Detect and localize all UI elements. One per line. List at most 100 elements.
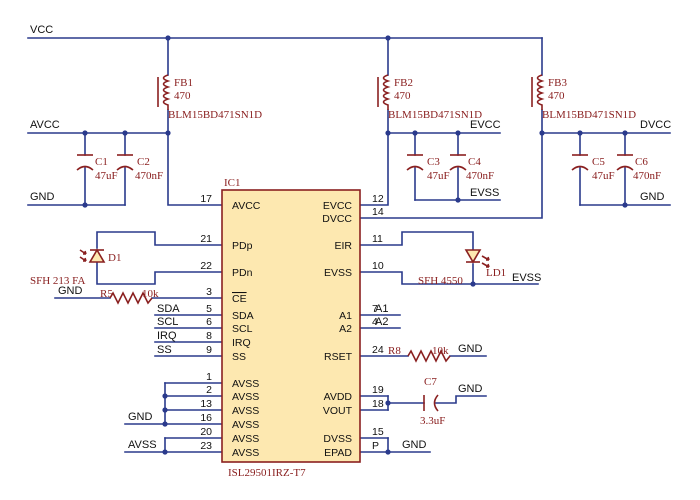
ic1: IC1 ISL29501IRZ-T7 17 21 22 3 5 6 8 9 1 … xyxy=(200,177,384,479)
signal-label-irq: IRQ xyxy=(157,330,177,342)
ferrite-fb3: FB3 470 BLM15BD471SN1D xyxy=(531,74,636,121)
net-label-gnd: GND xyxy=(58,285,83,297)
pin-name-avss: AVSS xyxy=(232,378,259,390)
c6-ref: C6 xyxy=(635,156,648,168)
net-label-evss: EVSS xyxy=(470,187,499,199)
signal-label-a1: A1 xyxy=(375,303,388,315)
pin-name-epad: EPAD xyxy=(324,447,352,459)
ferrite-fb1: FB1 470 BLM15BD471SN1D xyxy=(157,74,262,121)
pin-number: 10 xyxy=(372,260,384,272)
pin-number: 6 xyxy=(206,316,212,328)
r8-value: 10k xyxy=(432,345,449,357)
fb3-value: 470 xyxy=(548,90,565,102)
pin-number: 2 xyxy=(206,384,212,396)
pin-name-dvss: DVSS xyxy=(323,433,352,445)
pin-name-scl: SCL xyxy=(232,323,253,335)
net-label-gnd: GND xyxy=(458,343,483,355)
signal-label-ss: SS xyxy=(157,344,172,356)
led-ld1: LD1 SFH 4550 xyxy=(418,249,506,287)
pin-number: 3 xyxy=(206,286,212,298)
fb3-ref: FB3 xyxy=(548,77,567,89)
capacitor-c2: C2 470nF xyxy=(116,154,163,182)
pin-number: 22 xyxy=(200,260,212,272)
pin-name-a2: A2 xyxy=(339,323,352,335)
pin-number: 12 xyxy=(372,193,384,205)
pin-name-rset: RSET xyxy=(324,351,353,363)
pin-name-avdd: AVDD xyxy=(324,391,353,403)
capacitor-c7: C7 3.3uF xyxy=(420,376,445,427)
c4-ref: C4 xyxy=(468,156,481,168)
net-label-evcc: EVCC xyxy=(470,119,501,131)
pin-name-avss: AVSS xyxy=(232,405,259,417)
pin-name-avss: AVSS xyxy=(232,391,259,403)
pin-name-avcc: AVCC xyxy=(232,200,261,212)
c3-value: 47uF xyxy=(427,170,450,182)
c2-value: 470nF xyxy=(135,170,163,182)
pin-number: 9 xyxy=(206,344,212,356)
pin-number: 5 xyxy=(206,303,212,315)
ic1-part: ISL29501IRZ-T7 xyxy=(228,467,306,479)
c4-value: 470nF xyxy=(466,170,494,182)
pin-name-vout: VOUT xyxy=(323,405,353,417)
pin-number: 7 xyxy=(372,303,378,315)
net-label-vcc: VCC xyxy=(30,24,53,36)
net-label-dvcc: DVCC xyxy=(640,119,671,131)
net-label-evss: EVSS xyxy=(512,272,541,284)
capacitor-c3: C3 47uF xyxy=(406,154,450,182)
pin-number: 8 xyxy=(206,330,212,342)
d1-ref: D1 xyxy=(108,252,121,264)
c6-value: 470nF xyxy=(633,170,661,182)
fb1-part: BLM15BD471SN1D xyxy=(168,109,262,121)
signal-label-sda: SDA xyxy=(157,303,180,315)
c7-value: 3.3uF xyxy=(420,415,445,427)
net-label-gnd: GND xyxy=(402,439,427,451)
pin-name-dvcc: DVCC xyxy=(322,213,352,225)
fb2-part: BLM15BD471SN1D xyxy=(388,109,482,121)
fb3-part: BLM15BD471SN1D xyxy=(542,109,636,121)
pin-name-avss: AVSS xyxy=(232,433,259,445)
pin-number: 4 xyxy=(372,316,378,328)
net-label-gnd: GND xyxy=(30,191,55,203)
pin-name-evss: EVSS xyxy=(324,267,352,279)
c2-ref: C2 xyxy=(137,156,150,168)
photodiode-d1: D1 SFH 213 FA xyxy=(30,248,121,287)
pin-number: 17 xyxy=(200,193,212,205)
ic1-body xyxy=(221,189,361,463)
net-label-gnd: GND xyxy=(640,191,665,203)
pin-name-sda: SDA xyxy=(232,310,254,322)
resistor-r8: R8 10k xyxy=(388,345,451,363)
pin-number: 18 xyxy=(372,398,384,410)
pin-name-irq: IRQ xyxy=(232,337,251,349)
fb1-ref: FB1 xyxy=(174,77,193,89)
pin-number: 16 xyxy=(200,412,212,424)
fb2-value: 470 xyxy=(394,90,411,102)
junction-dots xyxy=(82,35,628,455)
net-label-avcc: AVCC xyxy=(30,119,60,131)
pin-number: 21 xyxy=(200,233,212,245)
fb1-value: 470 xyxy=(174,90,191,102)
c5-value: 47uF xyxy=(592,170,615,182)
ic1-ref: IC1 xyxy=(224,177,241,189)
pin-name-pdn: PDn xyxy=(232,267,253,279)
ld1-part: SFH 4550 xyxy=(418,275,463,287)
pin-name-avss: AVSS xyxy=(232,447,259,459)
capacitor-c5: C5 47uF xyxy=(571,154,615,182)
pin-number: 15 xyxy=(372,426,384,438)
signal-label-scl: SCL xyxy=(157,316,178,328)
pin-number: 19 xyxy=(372,384,384,396)
c3-ref: C3 xyxy=(427,156,440,168)
pin-name-a1: A1 xyxy=(339,310,352,322)
pin-name-ce: CE xyxy=(232,293,247,305)
pin-number: 23 xyxy=(200,440,212,452)
pin-number: 14 xyxy=(372,206,384,218)
r5-value: 10k xyxy=(142,288,159,300)
pin-name-ss: SS xyxy=(232,351,246,363)
pin-number: 20 xyxy=(200,426,212,438)
capacitor-c4: C4 470nF xyxy=(449,154,494,182)
c1-value: 47uF xyxy=(95,170,118,182)
r5-ref: R5 xyxy=(100,288,113,300)
pin-name-evcc: EVCC xyxy=(323,200,353,212)
signal-label-a2: A2 xyxy=(375,316,388,328)
net-label-gnd: GND xyxy=(458,383,483,395)
